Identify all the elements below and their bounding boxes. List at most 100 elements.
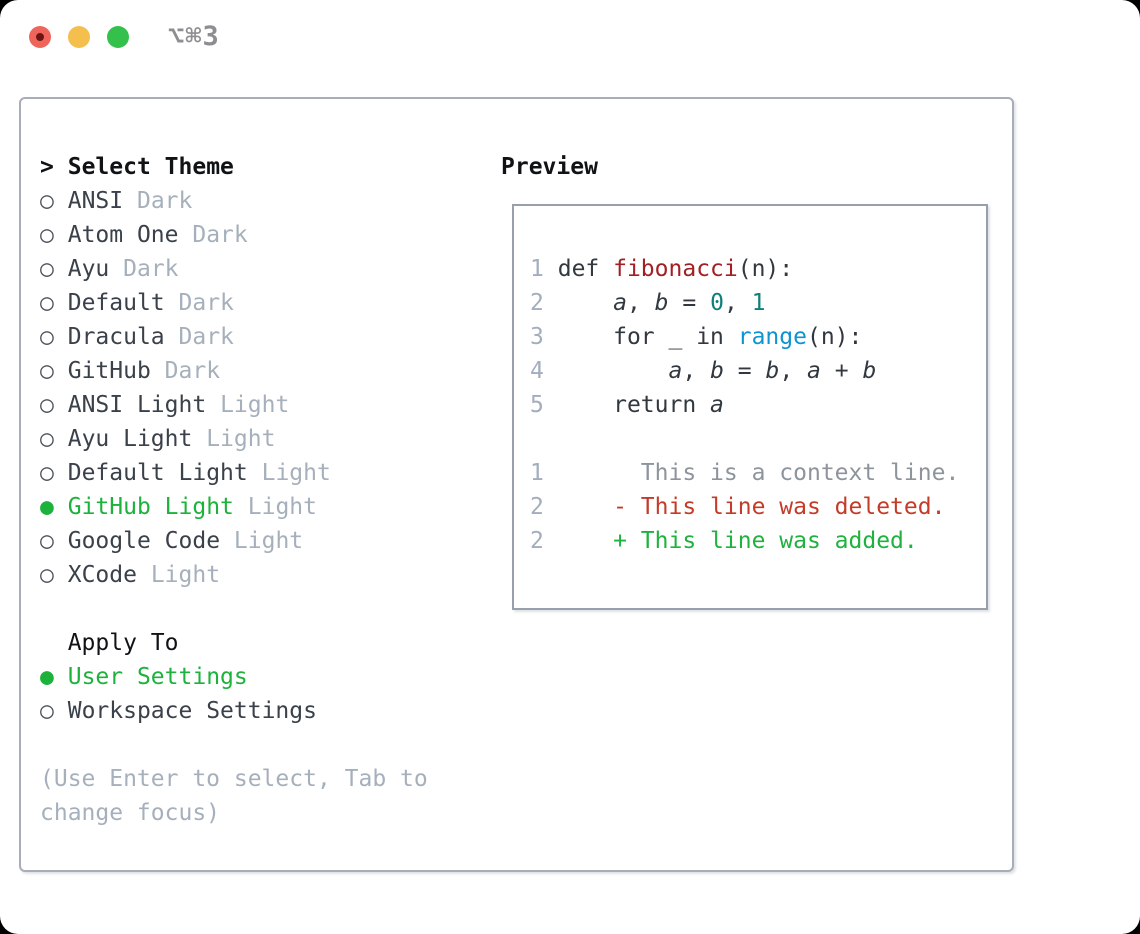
code-token: , [723, 290, 752, 316]
code-token: , [626, 290, 655, 316]
theme-option-default-label: Default [67, 290, 165, 316]
minimize-button[interactable] [68, 26, 90, 48]
code-token: + [820, 358, 863, 384]
theme-option-default-light[interactable]: ○ Default Light Light [40, 456, 428, 490]
code-token: a [613, 290, 627, 316]
code-line-5: 5 return a [530, 388, 959, 422]
theme-variant-tag: Light [261, 460, 331, 486]
code-token [558, 358, 669, 384]
code-token: for _ in [557, 324, 738, 350]
line-number: 2 [530, 290, 544, 316]
theme-variant-tag: Dark [192, 222, 248, 248]
theme-option-atom-one[interactable]: ○ Atom One Dark [40, 218, 428, 252]
theme-variant-tag: Light [220, 392, 290, 418]
apply-option-workspace-settings[interactable]: ○ Workspace Settings [40, 694, 428, 728]
theme-option-ansi-light-label: ANSI Light [67, 392, 207, 418]
line-number: 1 [530, 460, 544, 486]
theme-option-ansi[interactable]: ○ ANSI Dark [40, 184, 428, 218]
code-token: b [765, 358, 780, 384]
line-number: 5 [530, 392, 544, 418]
code-token: def [557, 256, 614, 282]
radio-unselected-icon: ○ [40, 256, 54, 282]
theme-option-github[interactable]: ○ GitHub Dark [40, 354, 428, 388]
radio-unselected-icon: ○ [40, 222, 54, 248]
code-line-2: 2 a, b = 0, 1 [530, 286, 959, 320]
radio-unselected-icon: ○ [40, 290, 54, 316]
code-line-1: 1 def fibonacci(n): [530, 252, 959, 286]
radio-unselected-icon: ○ [40, 562, 54, 588]
theme-option-ayu-light[interactable]: ○ Ayu Light Light [40, 422, 428, 456]
zoom-button[interactable] [107, 26, 129, 48]
preview-header: Preview [501, 154, 598, 180]
code-line-6 [530, 422, 959, 456]
code-line-4: 4 a, b = b, a + b [530, 354, 959, 388]
code-token: range [737, 324, 807, 350]
theme-option-atom-one-label: Atom One [67, 222, 179, 248]
code-line-9: 2 + This line was added. [530, 524, 959, 558]
apply-to-header: Apply To [40, 630, 179, 656]
theme-option-dracula[interactable]: ○ Dracula Dark [40, 320, 428, 354]
title-bar: ⌥⌘3 [0, 0, 1140, 75]
code-token: a [710, 392, 724, 418]
code-token: 1 [751, 290, 766, 316]
line-number: 2 [530, 528, 544, 554]
theme-option-github-light[interactable]: ● GitHub Light Light [40, 490, 428, 524]
theme-option-xcode-label: XCode [67, 562, 137, 588]
radio-selected-icon: ● [40, 494, 54, 520]
line-number: 2 [530, 494, 544, 520]
keyboard-hint-line-2: change focus) [40, 800, 221, 826]
theme-option-ansi-label: ANSI [67, 188, 124, 214]
line-number: 1 [530, 256, 544, 282]
spacer [40, 592, 428, 626]
code-token: , [779, 358, 808, 384]
code-token: = [668, 290, 711, 316]
code-token: a [668, 358, 683, 384]
theme-variant-tag: Light [206, 426, 276, 452]
select-theme-header: > Select Theme [40, 150, 428, 184]
apply-option-user-settings-label: User Settings [67, 664, 248, 690]
code-token: = [723, 358, 766, 384]
code-token [558, 528, 613, 554]
radio-unselected-icon: ○ [40, 188, 54, 214]
code-line-3: 3 for _ in range(n): [530, 320, 959, 354]
code-token [558, 290, 613, 316]
code-token: b [710, 358, 724, 384]
theme-list: > Select Theme ○ ANSI Dark○ Atom One Dar… [40, 150, 428, 830]
theme-option-github-light-label: GitHub Light [67, 494, 234, 520]
code-token: , [682, 358, 711, 384]
keyboard-hint-line-1: (Use Enter to select, Tab to [40, 766, 428, 792]
theme-variant-tag: Dark [178, 290, 234, 316]
code-token: fibonacci [613, 256, 738, 282]
code-token: b [654, 290, 669, 316]
code-token: (n): [737, 256, 794, 282]
code-token: 0 [710, 290, 724, 316]
prompt-caret: > [40, 154, 54, 180]
theme-variant-tag: Dark [178, 324, 234, 350]
theme-variant-tag: Dark [164, 358, 221, 384]
radio-unselected-icon: ○ [40, 358, 54, 384]
theme-option-google-code[interactable]: ○ Google Code Light [40, 524, 428, 558]
theme-variant-tag: Dark [123, 256, 179, 282]
radio-unselected-icon: ○ [40, 392, 54, 418]
theme-option-ayu[interactable]: ○ Ayu Dark [40, 252, 428, 286]
code-line-7: 1 This is a context line. [530, 456, 959, 490]
theme-option-github-label: GitHub [67, 358, 151, 384]
theme-option-dracula-label: Dracula [67, 324, 165, 350]
apply-option-user-settings[interactable]: ● User Settings [40, 660, 428, 694]
code-token [558, 494, 613, 520]
theme-option-ayu-light-label: Ayu Light [67, 426, 193, 452]
apply-option-workspace-settings-label: Workspace Settings [67, 698, 317, 724]
theme-option-ayu-label: Ayu [67, 256, 110, 282]
theme-picker-panel: > Select Theme ○ ANSI Dark○ Atom One Dar… [19, 97, 1014, 872]
radio-selected-icon: ● [40, 664, 54, 690]
code-token: return [557, 392, 711, 418]
theme-variant-tag: Light [150, 562, 221, 588]
close-button[interactable] [29, 26, 51, 48]
theme-option-ansi-light[interactable]: ○ ANSI Light Light [40, 388, 428, 422]
theme-option-xcode[interactable]: ○ XCode Light [40, 558, 428, 592]
theme-option-default[interactable]: ○ Default Dark [40, 286, 428, 320]
code-token: a [807, 358, 821, 384]
theme-variant-tag: Dark [136, 188, 193, 214]
